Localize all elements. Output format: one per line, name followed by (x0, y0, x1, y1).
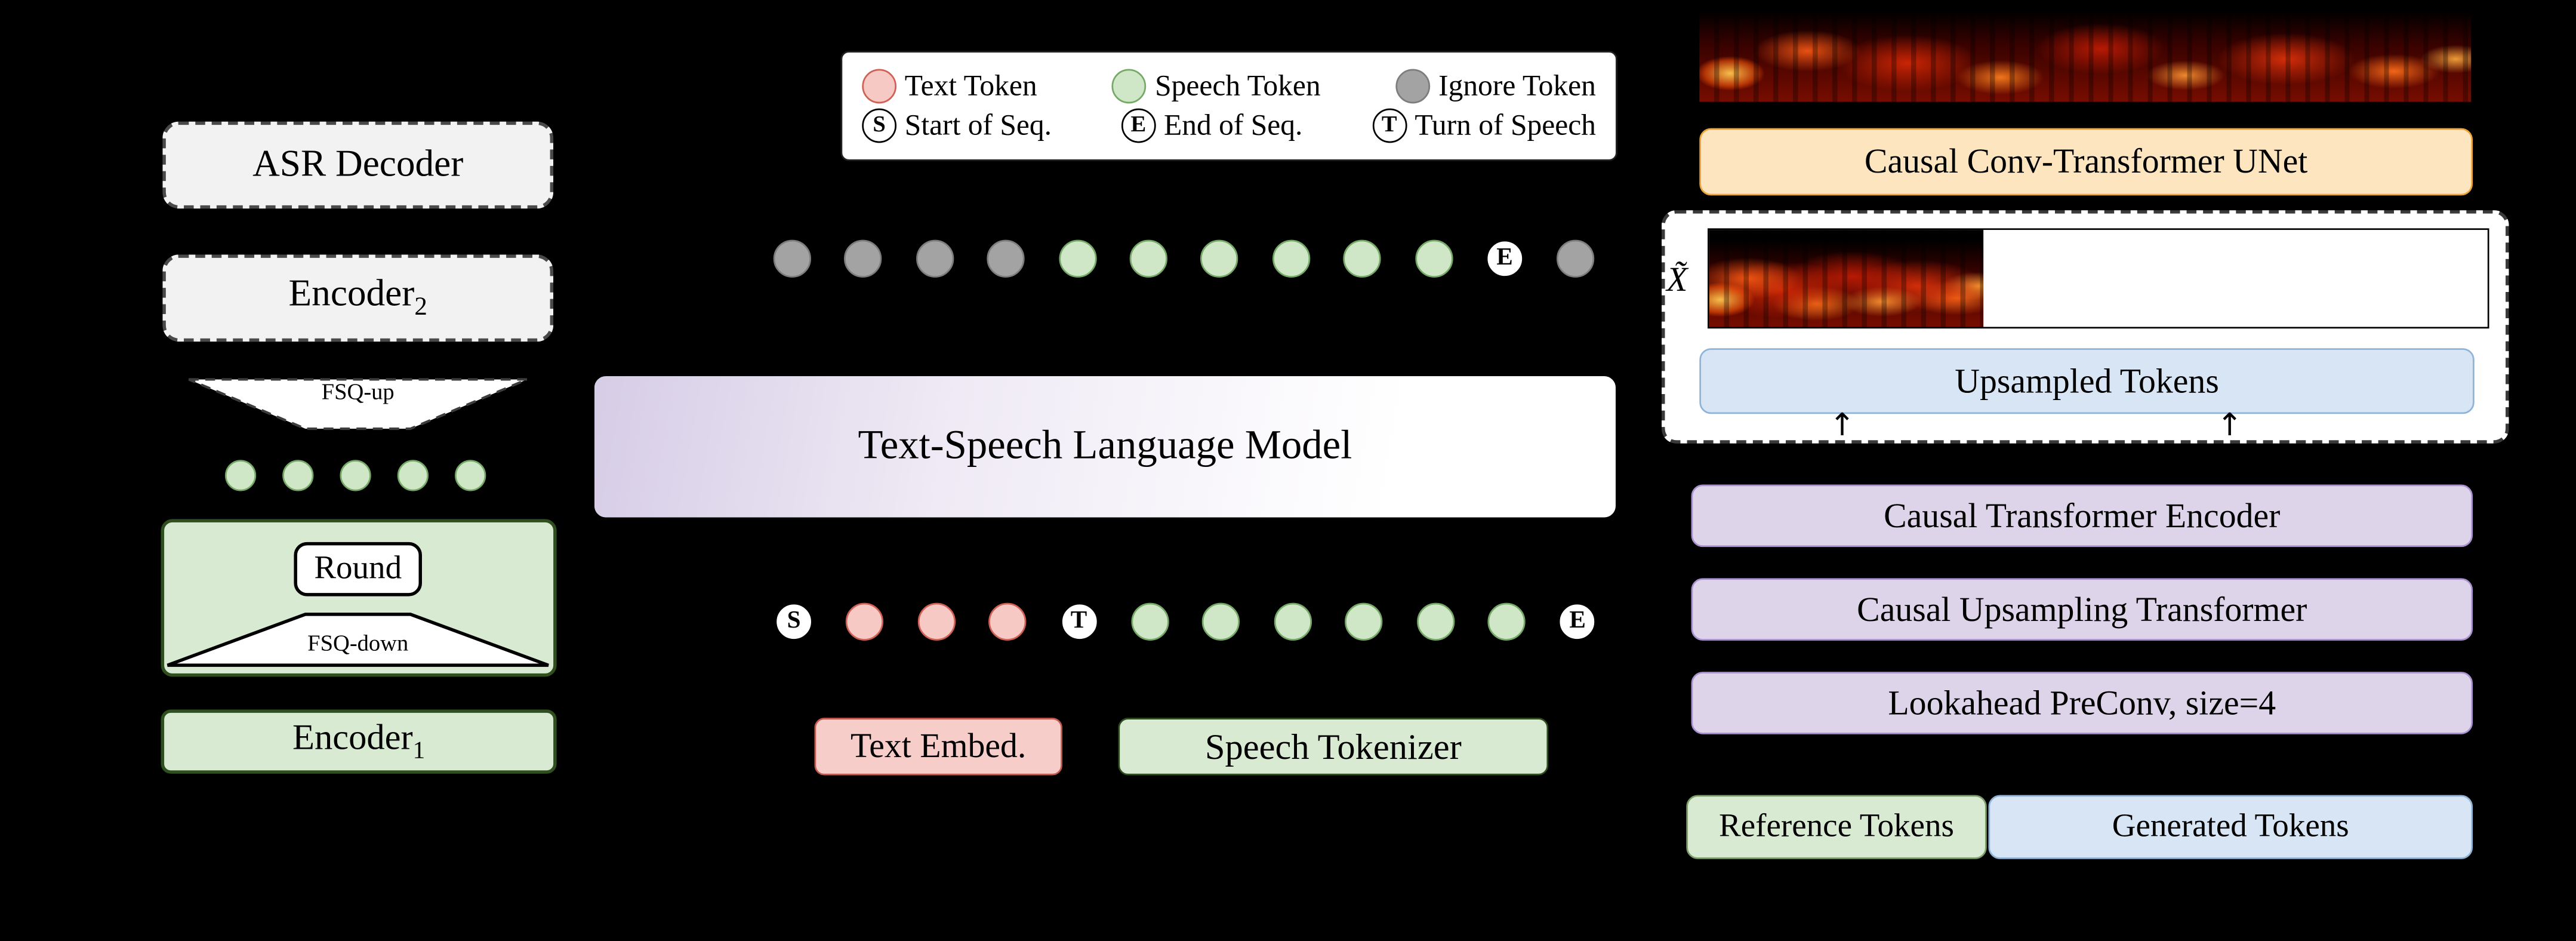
green-token (224, 460, 257, 491)
gray-token (916, 239, 954, 278)
legend-item: Ignore Token (1395, 69, 1596, 104)
red-token (917, 602, 956, 641)
top-token-row: E (773, 239, 1595, 278)
token-marker-s: S (775, 602, 813, 641)
partial-spectrogram-strip (1708, 228, 2489, 329)
gray-token (773, 239, 811, 278)
text-embed-box: Text Embed. (814, 718, 1062, 776)
green-token (1487, 602, 1526, 641)
legend-label: Ignore Token (1438, 69, 1596, 102)
green-token (1345, 602, 1383, 641)
green-token (1131, 602, 1169, 641)
red-token (988, 602, 1027, 641)
lookahead-preconv-box: Lookahead PreConv, size=4 (1691, 672, 2473, 734)
fsq-up-label: FSQ-up (321, 381, 395, 406)
legend-label: Start of Seq. (904, 108, 1052, 142)
legend-label: Text Token (904, 69, 1037, 102)
red-token (846, 602, 885, 641)
green-token (397, 460, 429, 491)
token-marker-e: E (1558, 602, 1597, 641)
green-token (1415, 239, 1453, 278)
causal-transformer-encoder-box: Causal Transformer Encoder (1691, 484, 2473, 548)
conv-transformer-unet-label: Causal Conv-Transformer UNet (1864, 142, 2308, 182)
legend-item: Text Token (862, 69, 1037, 104)
up-arrow-icon: ↑ (1829, 407, 1856, 444)
round-box: Round (294, 542, 423, 596)
speech-tokenizer-box: Speech Tokenizer (1118, 718, 1549, 776)
x-tilde-label: X̃ (1666, 259, 1688, 299)
token-marker-t: T (1372, 108, 1407, 143)
green-token (1202, 602, 1240, 641)
quantized-token-row (224, 460, 486, 491)
red-circle-icon (862, 69, 897, 104)
green-token (340, 460, 371, 491)
green-token (1129, 239, 1167, 278)
encoder1-label: Encoder1 (292, 716, 426, 765)
legend-label: End of Seq. (1163, 108, 1303, 142)
round-label: Round (314, 550, 402, 587)
encoder2-label: Encoder2 (288, 273, 427, 322)
gray-token (1557, 239, 1595, 278)
encoder1-box: Encoder1 (161, 709, 557, 774)
green-circle-icon (1112, 69, 1147, 104)
green-token (282, 460, 314, 491)
causal-transformer-encoder-label: Causal Transformer Encoder (1884, 496, 2281, 536)
legend-item: Speech Token (1112, 69, 1321, 104)
asr-decoder-box: ASR Decoder (162, 121, 554, 209)
asr-decoder-label: ASR Decoder (252, 143, 464, 184)
speech-tokenizer-label: Speech Tokenizer (1204, 725, 1462, 767)
partial-spectrogram-image (1709, 230, 1984, 327)
spectrogram-empty-region (1983, 230, 2488, 327)
green-token (1416, 602, 1455, 641)
upsampled-tokens-label: Upsampled Tokens (1955, 361, 2219, 401)
generated-tokens-label: Generated Tokens (2112, 808, 2349, 845)
causal-upsampling-transformer-box: Causal Upsampling Transformer (1691, 578, 2473, 641)
green-token (1200, 239, 1239, 278)
reference-tokens-label: Reference Tokens (1719, 808, 1954, 845)
text-embed-label: Text Embed. (851, 727, 1027, 767)
legend-label: Speech Token (1155, 69, 1321, 102)
token-marker-e: E (1121, 108, 1156, 143)
legend-row-1: Text Token Speech Token Ignore Token (862, 69, 1596, 104)
legend-label: Turn of Speech (1415, 108, 1596, 142)
generated-tokens-box: Generated Tokens (1988, 795, 2473, 859)
gray-token (987, 239, 1025, 278)
fsq-down-trapezoid (167, 613, 549, 667)
green-token (455, 460, 486, 491)
green-token (1343, 239, 1381, 278)
reference-tokens-box: Reference Tokens (1686, 795, 1987, 859)
green-token (1274, 602, 1312, 641)
green-token (1272, 239, 1310, 278)
gray-circle-icon (1395, 69, 1431, 104)
token-marker-t: T (1059, 602, 1098, 641)
output-spectrogram-image (1699, 0, 2472, 102)
conv-transformer-unet-box: Causal Conv-Transformer UNet (1699, 128, 2473, 196)
causal-upsampling-transformer-label: Causal Upsampling Transformer (1857, 589, 2307, 629)
fsq-down-label: FSQ-down (307, 632, 409, 657)
green-token (1058, 239, 1096, 278)
encoder2-box: Encoder2 (162, 254, 554, 342)
up-arrow-icon: ↑ (2216, 407, 2243, 444)
token-marker-e: E (1486, 239, 1524, 278)
fsq-up-trapezoid (188, 378, 528, 430)
gray-token (845, 239, 883, 278)
language-model-label: Text-Speech Language Model (858, 423, 1352, 468)
lookahead-preconv-label: Lookahead PreConv, size=4 (1888, 683, 2276, 723)
upsampled-tokens-box: Upsampled Tokens (1699, 348, 2475, 414)
language-model-box: Text-Speech Language Model (593, 374, 1617, 519)
token-marker-s: S (862, 108, 897, 143)
